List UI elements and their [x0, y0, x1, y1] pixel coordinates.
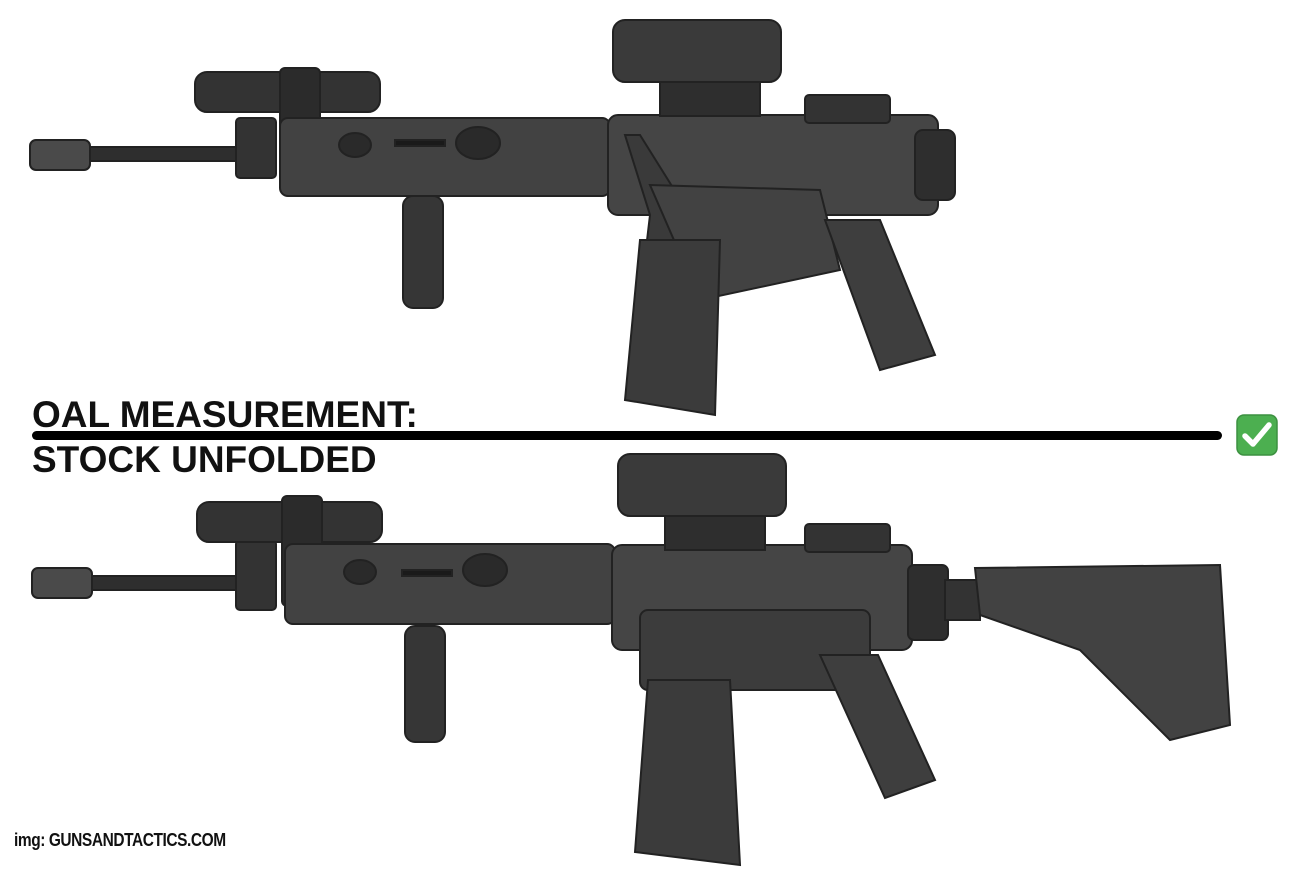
measurement-caption: OAL MEASUREMENT: STOCK UNFOLDED [32, 392, 418, 482]
rifle-photo-stock-unfolded [0, 440, 1294, 876]
caption-line-2: STOCK UNFOLDED [32, 439, 377, 480]
image-credit: img: GUNSANDTACTICS.COM [14, 830, 226, 850]
rifle-photo-stock-folded [0, 0, 1294, 420]
caption-line-1: OAL MEASUREMENT: [32, 394, 418, 435]
check-mark-icon [1236, 414, 1278, 456]
measurement-divider-line [32, 431, 1222, 440]
